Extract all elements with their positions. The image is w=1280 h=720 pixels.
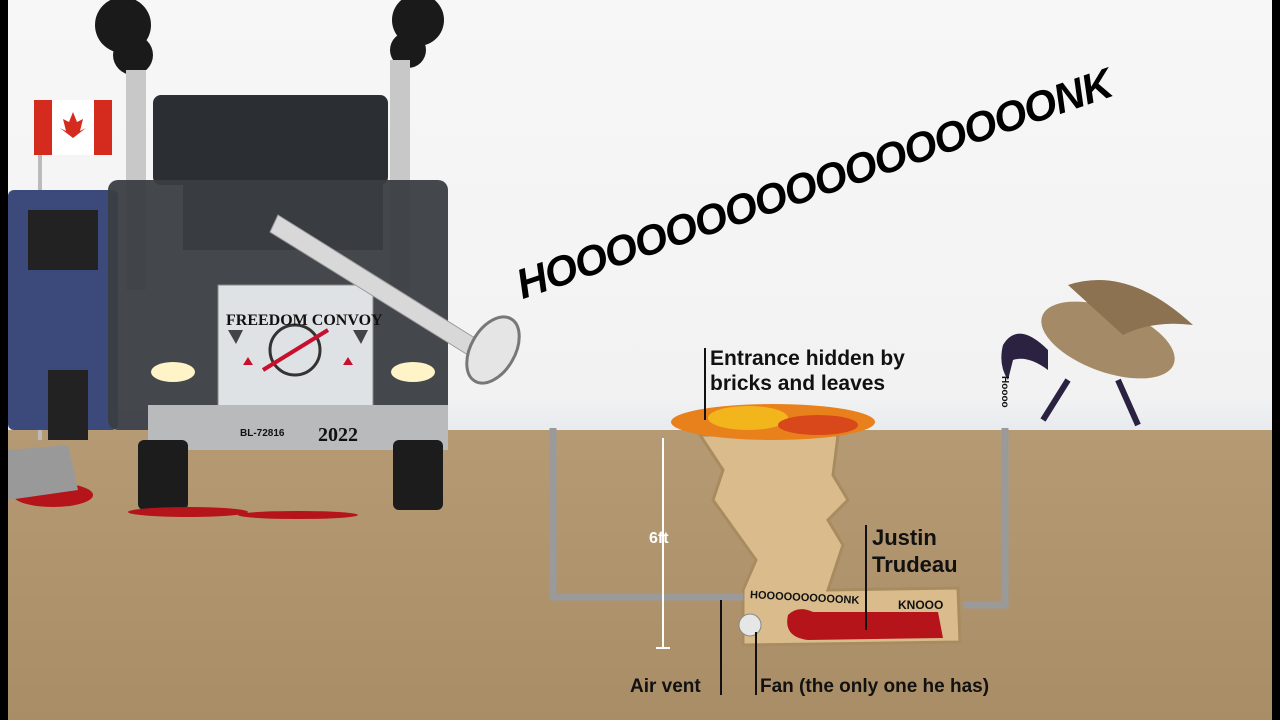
ground bbox=[8, 430, 1272, 720]
goose-honk-text: Hoooo bbox=[999, 376, 1010, 408]
truck-banner: FREEDOM CONVOY bbox=[226, 312, 383, 329]
person-label-line2: Trudeau bbox=[872, 552, 958, 577]
knooo-text: KNOOO bbox=[898, 598, 944, 612]
background-truck bbox=[8, 190, 118, 440]
meme-scene: FREEDOM CONVOY 2022 BL-72816 HOOOOOOOOOO… bbox=[8, 0, 1272, 720]
callout-lines bbox=[704, 348, 867, 695]
fan-icon bbox=[738, 613, 762, 637]
bunker bbox=[697, 433, 962, 647]
person-label-line1: Justin bbox=[872, 525, 937, 550]
air-pipes bbox=[549, 428, 1009, 609]
fan-label: Fan (the only one he has) bbox=[760, 676, 990, 697]
autumn-leaves bbox=[671, 404, 875, 440]
depth-label: 6ft bbox=[649, 530, 669, 547]
depth-marker bbox=[656, 438, 670, 649]
entrance-label-line2: bricks and leaves bbox=[710, 372, 886, 395]
canada-goose bbox=[1001, 280, 1193, 427]
crushed-figure bbox=[8, 445, 78, 500]
truck-year: 2022 bbox=[318, 424, 358, 446]
entrance-label: Entrance hidden by bricks and leaves bbox=[710, 346, 905, 396]
air-horn bbox=[269, 214, 521, 385]
person-label: Justin Trudeau bbox=[872, 524, 958, 578]
truck bbox=[108, 60, 448, 510]
entrance-label-line1: Entrance hidden by bbox=[710, 347, 905, 370]
license-plate: BL-72816 bbox=[240, 428, 285, 439]
illustration bbox=[8, 0, 1193, 695]
exhaust-smoke bbox=[95, 0, 444, 75]
air-vent-label: Air vent bbox=[630, 676, 701, 697]
